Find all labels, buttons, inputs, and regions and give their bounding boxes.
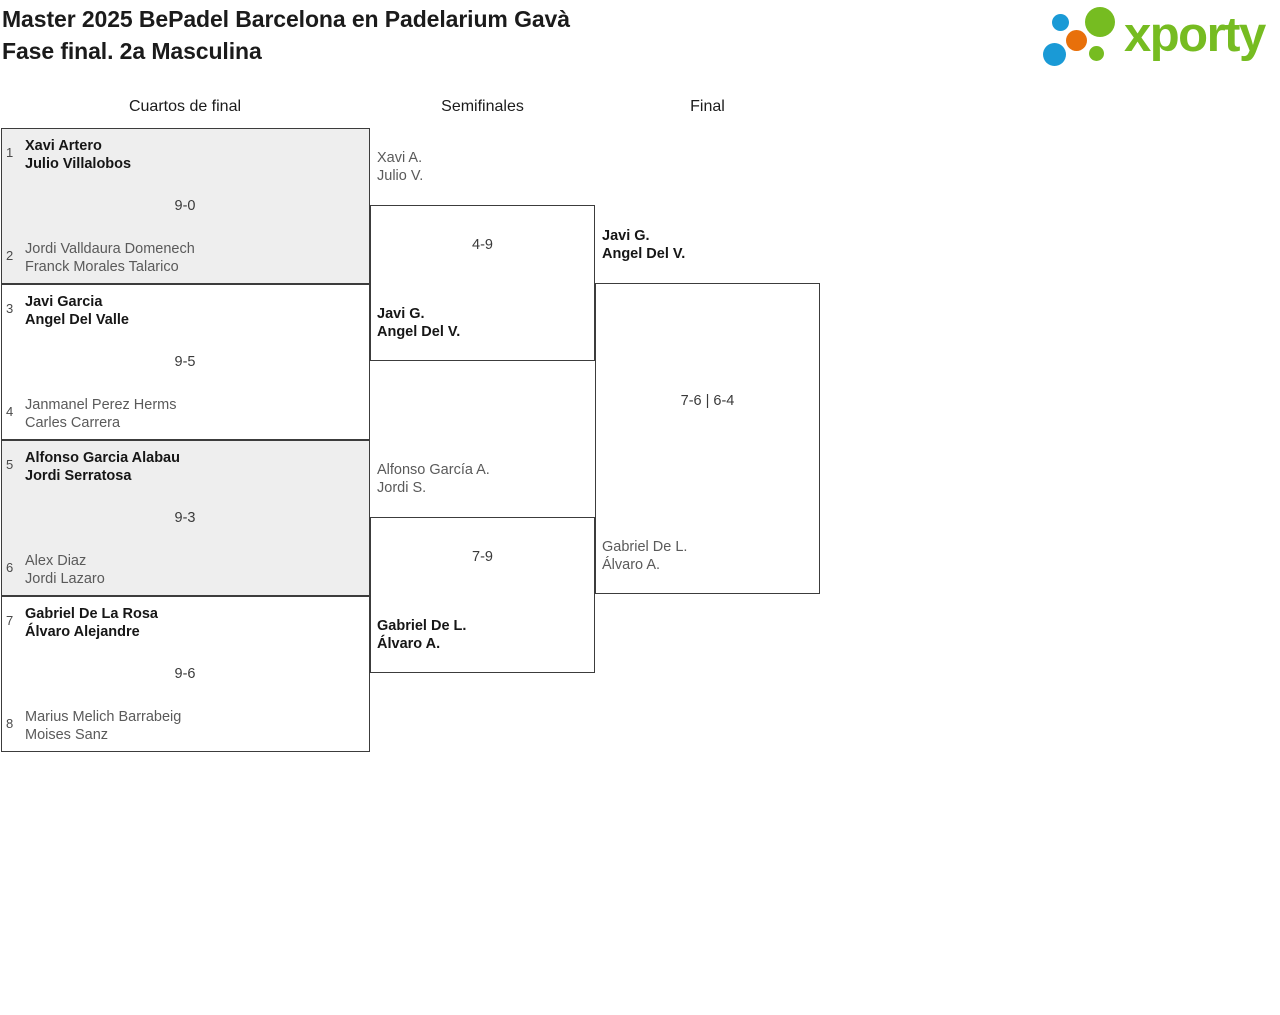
match-score-quarterfinal-2: 9-5 [174,354,196,370]
team-player-1: Gabriel De L. [602,539,688,555]
bracket-connector-final-top [594,205,595,284]
match-box-quarterfinal-2[interactable] [1,284,370,440]
match-box-semifinal-1[interactable] [370,205,595,361]
team-final-top[interactable]: Javi G. Angel Del V. [602,227,812,263]
team-player-1: Janmanel Perez Herms [25,397,177,413]
match-box-quarterfinal-3[interactable] [1,440,370,596]
logo-dot-orange [1066,30,1087,51]
team-player-1: Gabriel De La Rosa [25,606,158,622]
team-player-1: Xavi A. [377,150,423,166]
logo-dot-blue-large [1043,43,1066,66]
match-score-semifinal-1: 4-9 [472,237,493,253]
logo-dot-green-small [1089,46,1104,61]
team-player-2: Carles Carrera [25,415,121,431]
match-score-semifinal-2: 7-9 [472,549,493,565]
xporty-logo[interactable]: xporty [1042,5,1274,66]
page-header: Master 2025 BePadel Barcelona en Padelar… [0,0,1280,82]
team-semifinal-1-top[interactable]: Xavi A. Julio V. [377,149,587,185]
team-player-2: Julio V. [377,168,424,184]
match-box-semifinal-2[interactable] [370,517,595,673]
seed-number: 8 [6,716,14,731]
seed-number: 1 [6,145,14,160]
seed-number: 2 [6,248,14,263]
seed-number: 3 [6,301,14,316]
logo-wordmark: xporty [1124,8,1266,62]
team-player-1: Javi G. [377,306,425,322]
bracket-connector-semifinal-1-top [369,128,370,206]
match-score-final: 7-6 | 6-4 [680,393,735,409]
seed-number: 6 [6,560,14,575]
seed-number: 7 [6,613,14,628]
team-player-2: Jordi S. [377,480,427,496]
team-player-1: Alex Diaz [25,553,87,569]
team-player-2: Angel Del V. [377,324,461,340]
bracket-connector-semifinal-2-top [369,440,370,518]
team-player-2: Franck Morales Talarico [25,259,179,275]
match-score-quarterfinal-1: 9-0 [174,198,196,214]
team-player-1: Alfonso García A. [377,462,490,478]
team-final-bottom[interactable]: Gabriel De L. Álvaro A. [602,538,812,574]
team-player-2: Moises Sanz [25,727,109,743]
logo-dot-blue-small [1052,14,1069,31]
match-box-quarterfinal-4[interactable] [1,596,370,752]
team-quarterfinal-3-bottom[interactable]: Alex Diaz Jordi Lazaro [25,552,355,588]
team-player-1: Javi Garcia [25,294,103,310]
match-box-final[interactable] [595,283,820,594]
round-header-semifinals: Semifinales [441,98,524,115]
team-quarterfinal-2-top[interactable]: Javi Garcia Angel Del Valle [25,293,355,329]
round-header-quarterfinals: Cuartos de final [128,98,242,115]
team-semifinal-2-top[interactable]: Alfonso García A. Jordi S. [377,461,587,497]
team-quarterfinal-4-bottom[interactable]: Marius Melich Barrabeig Moises Sanz [25,708,355,744]
bracket-connector-semifinal-1-bottom [369,360,370,442]
team-player-1: Xavi Artero [25,138,102,154]
team-player-1: Marius Melich Barrabeig [25,709,182,725]
team-quarterfinal-1-bottom[interactable]: Jordi Valldaura Domenech Franck Morales … [25,240,355,276]
team-player-1: Gabriel De L. [377,618,467,634]
team-semifinal-2-bottom[interactable]: Gabriel De L. Álvaro A. [377,617,587,653]
page-title: Master 2025 BePadel Barcelona en Padelar… [2,6,570,64]
team-semifinal-1-bottom[interactable]: Javi G. Angel Del V. [377,305,587,341]
logo-dot-green-large [1085,7,1115,37]
team-player-1: Alfonso Garcia Alabau [25,450,180,466]
match-score-quarterfinal-3: 9-3 [174,510,196,526]
seed-number: 4 [6,404,14,419]
team-quarterfinal-1-top[interactable]: Xavi Artero Julio Villalobos [25,137,355,173]
team-player-1: Javi G. [602,228,650,244]
team-player-2: Álvaro Alejandre [25,624,140,640]
team-player-2: Jordi Lazaro [25,571,105,587]
team-player-2: Álvaro A. [602,557,661,573]
team-player-1: Jordi Valldaura Domenech [25,241,195,257]
team-quarterfinal-3-top[interactable]: Alfonso Garcia Alabau Jordi Serratosa [25,449,355,485]
bracket-connector-semifinal-2-bottom [369,672,370,752]
bracket-connector-final-bottom [594,517,595,594]
team-player-2: Álvaro A. [377,636,441,652]
match-box-quarterfinal-1[interactable] [1,128,370,284]
round-header-final: Final [690,98,725,115]
seed-number: 5 [6,457,14,472]
team-quarterfinal-2-bottom[interactable]: Janmanel Perez Herms Carles Carrera [25,396,355,432]
team-quarterfinal-4-top[interactable]: Gabriel De La Rosa Álvaro Alejandre [25,605,355,641]
team-player-2: Angel Del V. [602,246,686,262]
match-score-quarterfinal-4: 9-6 [174,666,196,682]
team-player-2: Jordi Serratosa [25,468,132,484]
team-player-2: Angel Del Valle [25,312,129,328]
team-player-2: Julio Villalobos [25,156,132,172]
